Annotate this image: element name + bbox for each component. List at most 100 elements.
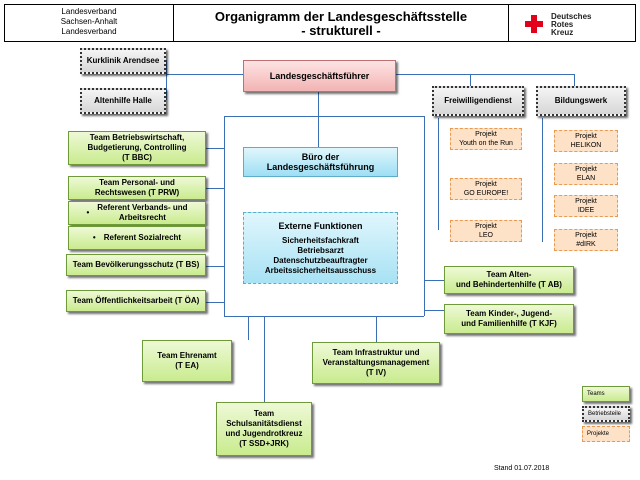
ref2-bullet: • (92, 233, 96, 242)
project-label: Projekt (475, 131, 497, 138)
lgf-label: Landesgeschäftsführer (269, 71, 370, 81)
project-dirk: Projekt #dIRK (554, 229, 618, 251)
legend-betriebsteile: Betriebsteile (582, 406, 630, 422)
kurklinik-label: Kurklinik Arendsee (86, 56, 160, 65)
buero-line-2: Landesgeschäftsführung (266, 162, 375, 172)
connector-tab (424, 280, 444, 281)
tssd-line-3: und Jugendrotkreuz (225, 429, 303, 438)
tiv-line-1: Team Infrastruktur und (332, 348, 420, 357)
connector-tbs (206, 266, 224, 267)
org-line-2: Sachsen-Anhalt (60, 17, 118, 26)
connector-frame-top-left (224, 116, 225, 316)
tkjf-line-1: Team Kinder-, Jugend- (465, 309, 553, 318)
project-label: Projekt (475, 181, 497, 188)
ref1-line-1: Referent Verbands- und (97, 203, 188, 212)
tiv-line-3: (T IV) (366, 368, 386, 377)
project-label: Projekt (475, 223, 497, 230)
team-tssd-box: Team Schulsanitätsdienst und Jugendrotkr… (216, 402, 312, 456)
freiwilligendienst-label: Freiwilligendienst (444, 96, 512, 105)
project-label: Projekt (575, 198, 597, 205)
connector-frame-top (224, 116, 424, 117)
tiv-line-2: Veranstaltungsmanagement (322, 358, 430, 367)
legend-teams: Teams (582, 386, 630, 402)
ref1-line-2: Arbeitsrecht (118, 213, 166, 222)
ref2-label: Referent Sozialrecht (103, 233, 182, 242)
toea-label: Team Öffentlichkeitsarbeit (T ÖA) (72, 296, 200, 305)
header-org-cell: Landesverband Sachsen-Anhalt Landesverba… (4, 4, 174, 42)
legend-betriebsteile-label: Betriebsteile (588, 411, 622, 417)
project-name: GO EUROPE! (463, 190, 509, 197)
tprw-line-1: Team Personal- und (99, 178, 175, 187)
buero-line-1: Büro der (301, 152, 340, 162)
tbs-label: Team Bevölkerungsschutz (T BS) (72, 260, 200, 269)
extern-line-4: Arbeitssicherheitsausschuss (264, 265, 377, 275)
tbbc-line-3: (T BBC) (122, 153, 152, 162)
project-name: IDEE (577, 207, 595, 214)
stand-date: Stand 01.07.2018 (494, 465, 549, 472)
bildungswerk-label: Bildungswerk (554, 96, 608, 105)
referent-sozialrecht-box: • Referent Sozialrecht (68, 226, 206, 250)
tbbc-line-1: Team Betriebswirtschaft, (89, 133, 185, 142)
connector-fd-projects (438, 118, 439, 230)
logo-line-2: Rotes (551, 20, 574, 29)
project-idee: Projekt IDEE (554, 195, 618, 217)
connector-tbbc (206, 148, 224, 149)
connector-bildungs-v (574, 74, 575, 86)
team-toea-box: Team Öffentlichkeitsarbeit (T ÖA) (66, 290, 206, 312)
tea-line-2: (T EA) (175, 361, 199, 370)
extern-line-1: Sicherheitsfachkraft (282, 235, 359, 245)
tssd-line-2: Schulsanitätsdienst (226, 419, 302, 428)
project-helikon: Projekt HELIKON (554, 130, 618, 152)
connector-frame-bottom (224, 316, 424, 317)
extern-line-3: Datenschutzbeauftragter (273, 255, 368, 265)
project-name: Youth on the Run (459, 140, 513, 147)
connector-tiv (376, 316, 377, 342)
externe-funktionen-box: Externe Funktionen Sicherheitsfachkraft … (243, 212, 398, 284)
project-name: HELIKON (570, 142, 602, 149)
team-tiv-box: Team Infrastruktur und Veranstaltungsman… (312, 342, 440, 384)
tssd-line-1: Team (253, 409, 275, 418)
landesgeschaeftsfuehrer-box: Landesgeschäftsführer (243, 60, 396, 92)
connector-tea (248, 316, 249, 340)
connector-tprw (206, 188, 224, 189)
connector-frame-right (424, 116, 425, 316)
connector-freiw-v (470, 74, 471, 86)
tea-line-1: Team Ehrenamt (157, 351, 217, 360)
tprw-line-2: Rechtswesen (T PRW) (94, 188, 180, 197)
project-label: Projekt (575, 232, 597, 239)
connector-tssd (264, 316, 265, 402)
team-tprw-box: Team Personal- und Rechtswesen (T PRW) (68, 176, 206, 200)
org-line-1: Landesverband (61, 7, 117, 16)
project-youth-on-the-run: Projekt Youth on the Run (450, 128, 522, 150)
project-label: Projekt (575, 166, 597, 173)
connector-toea (206, 302, 224, 303)
referent-verbandsrecht-box: • Referent Verbands- und Arbeitsrecht (68, 201, 206, 225)
header-title-cell: Organigramm der Landesgeschäftsstelle - … (173, 4, 509, 42)
project-go-europe: Projekt GO EUROPE! (450, 178, 522, 200)
project-elan: Projekt ELAN (554, 163, 618, 185)
drk-logo-text: Deutsches Rotes Kreuz (551, 13, 591, 37)
extern-line-2: Betriebsarzt (297, 245, 344, 255)
ref1-text: Referent Verbands- und Arbeitsrecht (97, 203, 187, 223)
page-title: Organigramm der Landesgeschäftsstelle (214, 9, 468, 24)
extern-title: Externe Funktionen (278, 220, 363, 231)
connector-lgf-left (166, 74, 243, 75)
tab-line-1: Team Alten- (486, 270, 532, 279)
connector-kurklinik-v (166, 60, 167, 100)
org-name: Landesverband Sachsen-Anhalt Landesverba… (5, 5, 173, 37)
project-name: LEO (478, 232, 493, 239)
tbbc-line-2: Budgetierung, Controlling (87, 143, 187, 152)
red-cross-icon (525, 15, 543, 33)
connector-lgf-buero (318, 92, 319, 147)
team-tbbc-box: Team Betriebswirtschaft, Budgetierung, C… (68, 131, 206, 165)
header-logo-cell: Deutsches Rotes Kreuz (508, 4, 636, 42)
tssd-line-4: (T SSD+JRK) (239, 439, 289, 448)
logo-line-3: Kreuz (551, 28, 574, 37)
connector-bw-projects (542, 118, 543, 242)
team-tea-box: Team Ehrenamt (T EA) (142, 340, 232, 382)
legend-projekte: Projekte (582, 426, 630, 442)
page-subtitle: - strukturell - (301, 23, 381, 38)
logo-line-1: Deutsches (551, 12, 592, 21)
freiwilligendienst-box: Freiwilligendienst (432, 86, 524, 116)
legend-projekte-label: Projekte (587, 430, 610, 437)
